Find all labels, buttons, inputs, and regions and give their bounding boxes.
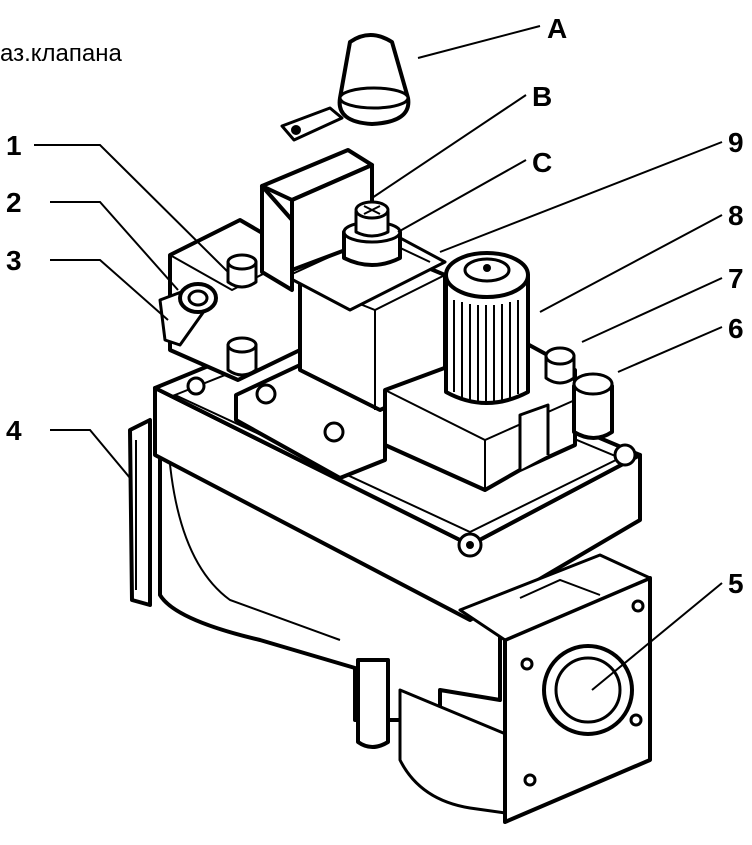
label-b: B xyxy=(532,81,552,112)
label-9: 9 xyxy=(728,127,744,158)
label-1: 1 xyxy=(6,130,22,161)
label-7: 7 xyxy=(728,263,744,294)
label-5: 5 xyxy=(728,568,744,599)
test-screws xyxy=(544,346,614,440)
label-6: 6 xyxy=(728,313,744,344)
label-4: 4 xyxy=(6,415,22,446)
label-3: 3 xyxy=(6,245,22,276)
regulator xyxy=(383,251,577,492)
cap-part-a xyxy=(280,33,411,142)
label-2: 2 xyxy=(6,187,22,218)
label-a: A xyxy=(547,13,567,44)
label-c: C xyxy=(532,147,552,178)
coil-nut xyxy=(342,200,402,267)
leader-lines xyxy=(34,25,723,691)
outlet-flange xyxy=(458,553,652,824)
solenoid-coil xyxy=(234,148,447,480)
diagram-caption: аз.клапана xyxy=(0,40,122,67)
label-8: 8 xyxy=(728,200,744,231)
